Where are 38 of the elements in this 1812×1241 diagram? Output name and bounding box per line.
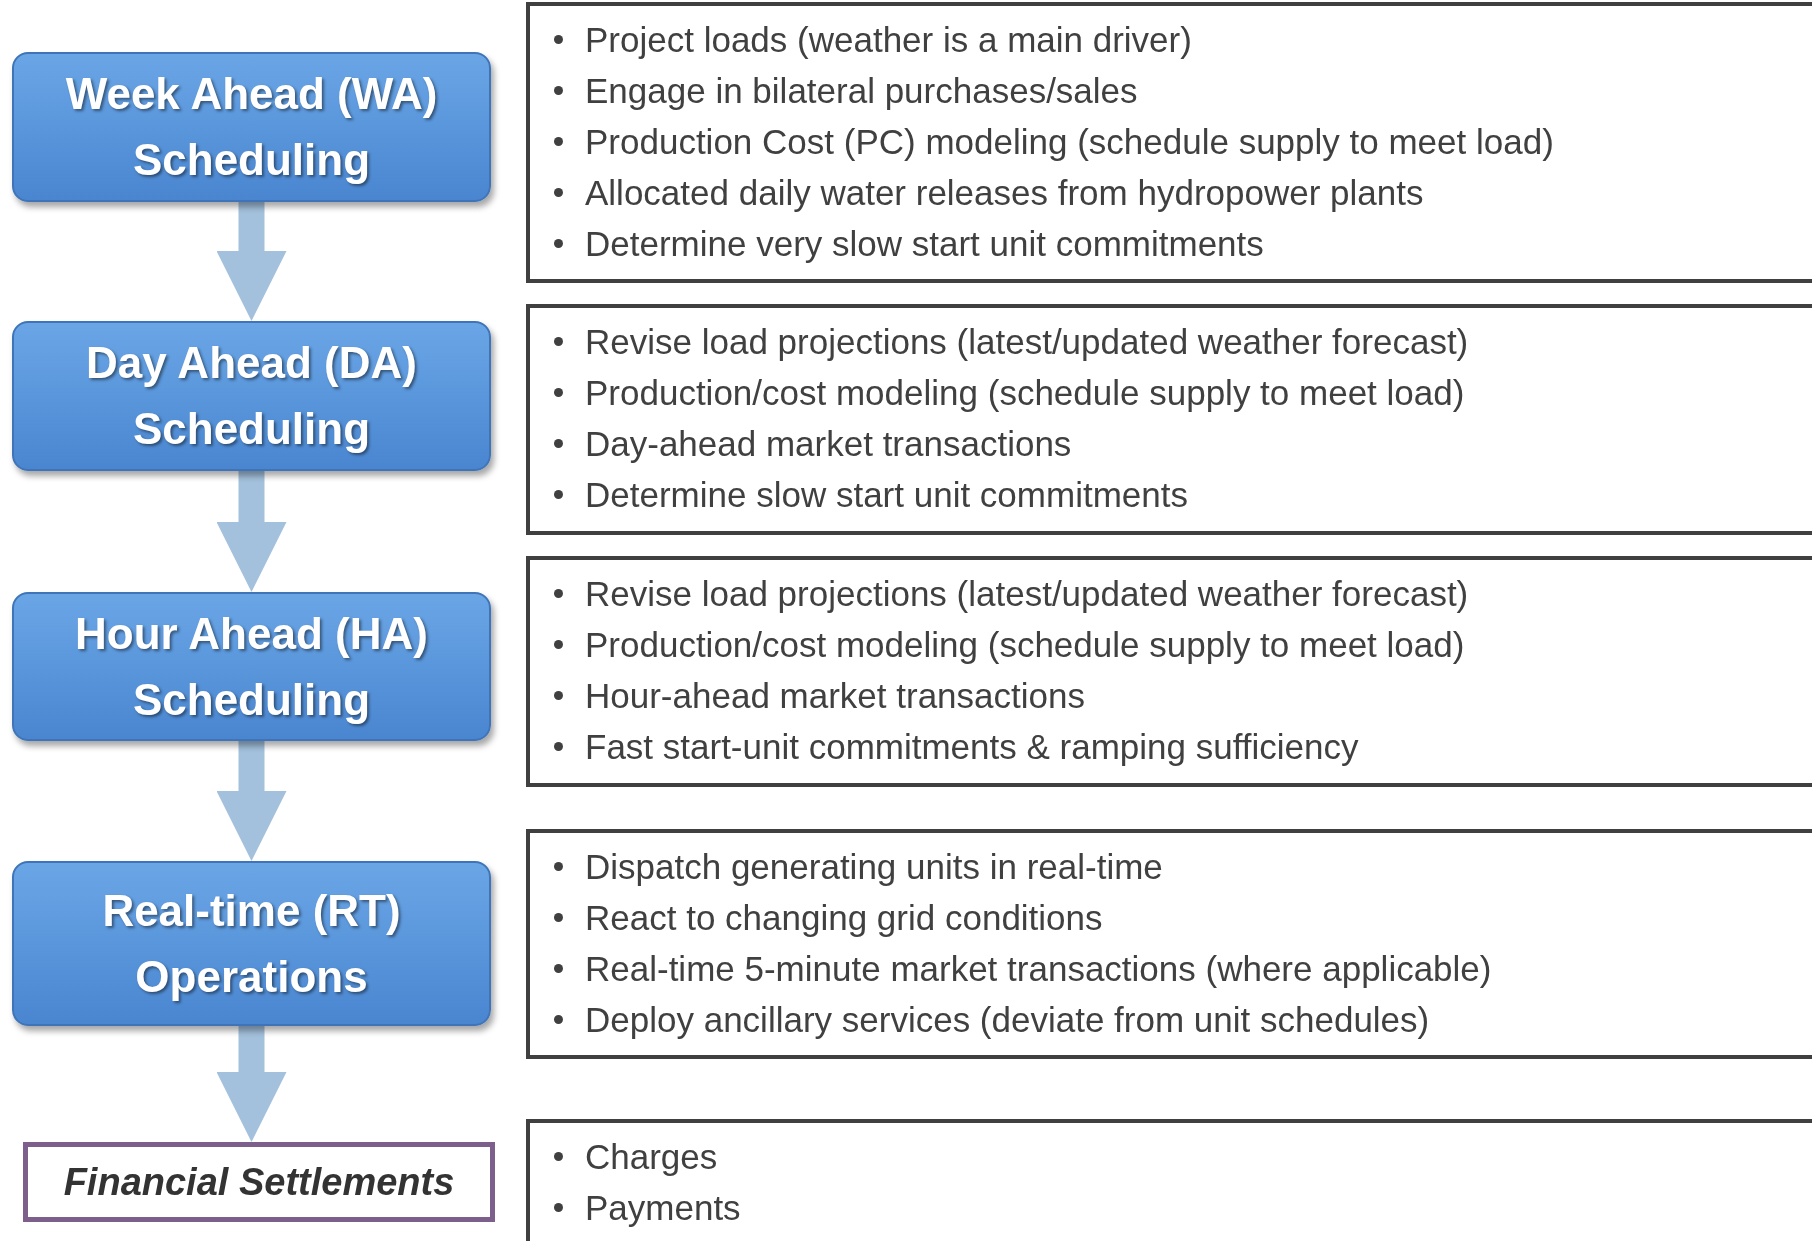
arrow [216, 741, 287, 861]
bullet-list-box [526, 1119, 1812, 1241]
process-box [12, 321, 491, 471]
process-box [12, 592, 491, 741]
settlement-box [23, 1142, 495, 1222]
bullet-list-box [526, 304, 1812, 535]
bullet-text: Fast start-unit commitments & ramping sufficiency [585, 726, 1359, 768]
bullet-list-box [526, 556, 1812, 787]
bullet-text: Determine very slow start unit commitments [585, 223, 1264, 265]
bullet-text: Revise load projections (latest/updated weather forecast) [585, 321, 1469, 363]
step-label: Week Ahead (WA) Scheduling [64, 68, 439, 186]
bullet-text: Allocated daily water releases from hydropower plants [585, 172, 1424, 214]
process-box [12, 861, 491, 1026]
bullet-text: Engage in bilateral purchases/sales [585, 70, 1138, 112]
bullet-text: Production/cost modeling (schedule supply to meet load) [585, 372, 1465, 414]
arrow [216, 202, 287, 321]
bullet-text: Deploy ancillary services (deviate from unit schedules) [585, 999, 1430, 1041]
bullet-list-box [526, 829, 1812, 1059]
bullet-text: Charges [585, 1136, 718, 1178]
arrow [216, 1026, 287, 1142]
arrow [216, 471, 287, 592]
bullet-text: Day-ahead market transactions [585, 423, 1072, 465]
process-box [12, 52, 491, 202]
step-label: Real-time (RT) Operations [101, 884, 402, 1003]
bullet-text: Production Cost (PC) modeling (schedule supply to meet load) [585, 121, 1554, 163]
bullet-text: Revise load projections (latest/updated weather forecast) [585, 573, 1469, 615]
step-label: Day Ahead (DA) Scheduling [85, 337, 418, 455]
bullet-text: Dispatch generating units in real-time [585, 846, 1163, 888]
bullet-text: React to changing grid conditions [585, 897, 1103, 939]
bullet-text: Hour-ahead market transactions [585, 675, 1085, 717]
bullet-text: Real-time 5-minute market transactions (where applicable) [585, 948, 1492, 990]
bullet-list-box [526, 2, 1812, 283]
bullet-text: Production/cost modeling (schedule supply to meet load) [585, 624, 1465, 666]
bullet-text: Project loads (weather is a main driver) [585, 19, 1192, 61]
step-label: Financial Settlements [63, 1160, 455, 1204]
bullet-text: Determine slow start unit commitments [585, 474, 1188, 516]
bullet-text: Payments [585, 1187, 741, 1229]
step-label: Hour Ahead (HA) Scheduling [74, 607, 429, 726]
